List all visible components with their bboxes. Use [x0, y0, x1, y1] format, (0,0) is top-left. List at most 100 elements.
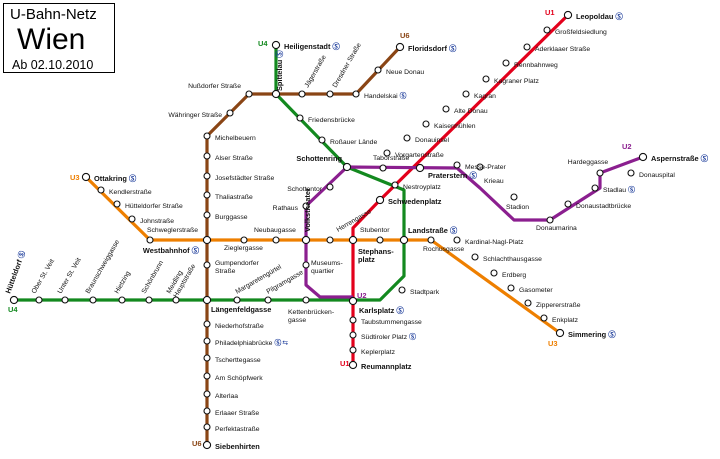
station-huetteldorfer-marker[interactable] — [113, 200, 121, 208]
station-donauspital-marker[interactable] — [627, 169, 635, 177]
station-keplerplatz-marker[interactable] — [349, 346, 357, 354]
station-huetteldorf-marker[interactable] — [9, 295, 19, 305]
station-laengenfeldgasse-marker[interactable] — [202, 295, 212, 305]
station-schlachthaus-marker[interactable] — [471, 253, 479, 261]
station-altedonau-marker[interactable] — [442, 105, 450, 113]
station-perfektastrasse-label: Perfektastraße — [215, 426, 260, 433]
station-taubstummen-marker[interactable] — [349, 316, 357, 324]
station-stephansplatz-marker[interactable] — [348, 235, 358, 245]
station-jaegerstrasse-marker[interactable] — [298, 90, 306, 98]
station-kardinalnagl-marker[interactable] — [453, 236, 461, 244]
station-nestroyplatz-marker[interactable] — [391, 181, 399, 189]
station-meidling-marker[interactable] — [172, 296, 180, 304]
station-perfektastrasse-marker[interactable] — [203, 423, 211, 431]
station-spittelau-marker[interactable] — [271, 89, 281, 99]
station-suedtiroler-marker[interactable] — [349, 331, 357, 339]
station-margaretenguertel-marker[interactable] — [233, 296, 241, 304]
station-ottakring-marker[interactable] — [81, 172, 91, 182]
station-simmering-marker[interactable] — [555, 328, 565, 338]
line-u3-route — [84, 175, 561, 335]
station-aspernstrasse-marker[interactable] — [638, 152, 648, 162]
station-schoepfwerk-marker[interactable] — [203, 372, 211, 380]
station-schwedenplatz-marker[interactable] — [375, 195, 385, 205]
station-braunschweig-marker[interactable] — [89, 296, 97, 304]
station-alser-marker[interactable] — [203, 152, 211, 160]
station-kagran-marker[interactable] — [462, 90, 470, 98]
station-tscherttegasse-marker[interactable] — [203, 354, 211, 362]
station-donauinsel-marker[interactable] — [403, 134, 411, 142]
station-erlaaer-marker[interactable] — [203, 407, 211, 415]
station-zipperer-marker[interactable] — [524, 299, 532, 307]
station-stadion-marker[interactable] — [510, 193, 518, 201]
station-enkplatz-marker[interactable] — [540, 314, 548, 322]
station-museumsquartier-label: Museums-quartier — [311, 260, 343, 275]
station-erdberg-marker[interactable] — [490, 269, 498, 277]
station-altedonau-label: Alte Donau — [454, 108, 488, 115]
station-alterlaa-marker[interactable] — [203, 390, 211, 398]
station-gasometer-marker[interactable] — [507, 284, 515, 292]
station-westbahnhof-marker[interactable] — [202, 235, 212, 245]
station-nussdorfer-marker[interactable] — [245, 90, 253, 98]
station-floridsdorf-marker[interactable] — [395, 42, 405, 52]
station-stadlau-marker[interactable] — [591, 184, 599, 192]
station-friedensbruecke-marker[interactable] — [296, 114, 304, 122]
station-philadelphia-marker[interactable] — [203, 337, 211, 345]
station-siebenhirten-marker[interactable] — [202, 440, 212, 450]
station-volkstheater-marker[interactable] — [301, 235, 311, 245]
station-praterstern-marker[interactable] — [415, 163, 425, 173]
station-donaumarina-marker[interactable] — [546, 216, 554, 224]
station-krieau-marker[interactable] — [476, 163, 484, 171]
station-stubentor-marker[interactable] — [376, 236, 384, 244]
station-reumannplatz-marker[interactable] — [348, 360, 358, 370]
station-museumsquartier-marker[interactable] — [302, 261, 310, 269]
station-herrengasse-marker[interactable] — [326, 236, 334, 244]
station-messeprater-marker[interactable] — [453, 161, 461, 169]
station-schweglerstrasse-marker[interactable] — [146, 236, 154, 244]
station-kettenbrueckengasse-marker[interactable] — [302, 296, 310, 304]
station-stadtpark-marker[interactable] — [398, 286, 406, 294]
station-grossfeldsiedlung-marker[interactable] — [543, 26, 551, 34]
station-pilgramgasse-marker[interactable] — [264, 296, 272, 304]
station-gumpendorfer-marker[interactable] — [203, 261, 211, 269]
station-taborstrasse-marker[interactable] — [379, 164, 387, 172]
station-neuedonau-marker[interactable] — [374, 66, 382, 74]
station-thalia-marker[interactable] — [203, 191, 211, 199]
station-unterstveit-marker[interactable] — [61, 296, 69, 304]
station-rennbahnweg-marker[interactable] — [502, 59, 510, 67]
station-vorgarten-marker[interactable] — [383, 149, 391, 157]
station-oberstveit-marker[interactable] — [35, 296, 43, 304]
station-meidling-label: MeidlingHauptstraße — [166, 259, 198, 299]
station-siebenhirten-label: Siebenhirten — [215, 442, 260, 451]
station-schoenbrunn-marker[interactable] — [145, 296, 153, 304]
station-johnstrasse-marker[interactable] — [128, 215, 136, 223]
station-handelskai-marker[interactable] — [352, 90, 360, 98]
station-stephansplatz-label: Stephans-platz — [358, 247, 394, 264]
station-michelbeuern-marker[interactable] — [203, 132, 211, 140]
station-neuedonau-label: Neue Donau — [386, 69, 424, 76]
station-dresdner-marker[interactable] — [326, 90, 334, 98]
station-kendler-marker[interactable] — [97, 186, 105, 194]
station-rossauer-marker[interactable] — [318, 136, 326, 144]
station-donaustadtbruecke-marker[interactable] — [564, 200, 572, 208]
station-schottenring-marker[interactable] — [342, 162, 352, 172]
station-hietzing-marker[interactable] — [118, 296, 126, 304]
station-hardeggasse-marker[interactable] — [596, 169, 604, 177]
station-rochusgasse-marker[interactable] — [427, 236, 435, 244]
station-waehringer-marker[interactable] — [226, 109, 234, 117]
station-josefstaedter-marker[interactable] — [203, 172, 211, 180]
station-burggasse-marker[interactable] — [203, 211, 211, 219]
station-heiligenstadt-marker[interactable] — [271, 40, 281, 50]
station-leopoldau-marker[interactable] — [563, 10, 573, 20]
station-zieglergasse-marker[interactable] — [240, 236, 248, 244]
station-kaisermuehlen-marker[interactable] — [422, 120, 430, 128]
station-aderklaaer-marker[interactable] — [523, 43, 531, 51]
station-spittelau-label: SpittelauⓈ — [275, 50, 284, 91]
station-niederhof-marker[interactable] — [203, 320, 211, 328]
station-karlsplatz-marker[interactable] — [348, 296, 358, 306]
station-schottentor-marker[interactable] — [326, 183, 334, 191]
station-landstrasse-marker[interactable] — [399, 235, 409, 245]
station-kagranerplatz-marker[interactable] — [482, 75, 490, 83]
station-rathaus-marker[interactable] — [302, 202, 310, 210]
station-neubaugasse-marker[interactable] — [272, 236, 280, 244]
